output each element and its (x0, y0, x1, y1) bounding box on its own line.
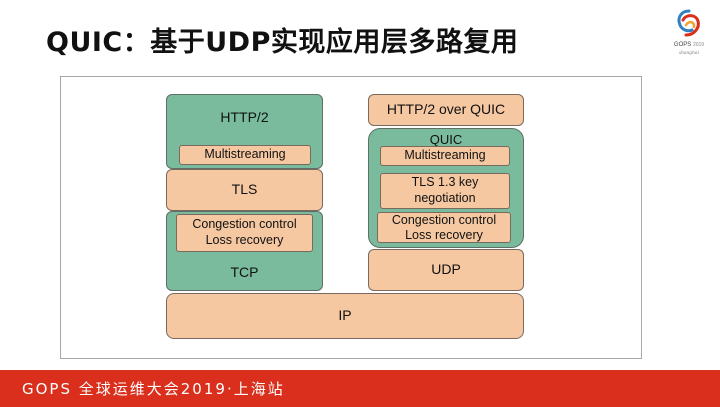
tcp-label: TCP (230, 264, 259, 280)
right-multistreaming-box: Multistreaming (380, 146, 510, 166)
gops-logo: GOPS 2019 shanghai (664, 8, 714, 66)
protocol-stack-figure: HTTP/2 Multistreaming TLS TCP Congestion… (60, 76, 642, 359)
udp-layer: UDP (368, 249, 524, 291)
left-congestion-label: Congestion control (192, 217, 297, 232)
right-congestion-box: Congestion control Loss recovery (377, 212, 511, 243)
logo-year: 2019 (692, 42, 705, 48)
tls13-label-line2: negotiation (414, 191, 476, 205)
ip-label: IP (338, 307, 352, 324)
tls13-label-line1: TLS 1.3 key (411, 175, 479, 190)
right-congestion-label: Congestion control (391, 213, 497, 228)
left-loss-recovery-label: Loss recovery (205, 233, 284, 247)
http2-label: HTTP/2 (220, 109, 269, 125)
footer-banner: GOPS 全球运维大会2019·上海站 (0, 370, 720, 407)
left-congestion-box: Congestion control Loss recovery (176, 214, 313, 252)
tls-label: TLS (231, 181, 258, 198)
right-loss-recovery-label: Loss recovery (405, 227, 483, 242)
tls-layer: TLS (166, 169, 323, 211)
right-multistreaming-label: Multistreaming (404, 148, 486, 163)
left-multistreaming-box: Multistreaming (179, 145, 311, 165)
ip-layer: IP (166, 293, 524, 339)
tls13-box: TLS 1.3 key negotiation (380, 173, 510, 209)
logo-name: GOPS (673, 42, 692, 48)
http2-over-quic-layer: HTTP/2 over QUIC (368, 94, 524, 126)
quic-label: QUIC (429, 132, 463, 147)
udp-label: UDP (431, 261, 461, 278)
http2-over-quic-label: HTTP/2 over QUIC (386, 101, 506, 118)
gops-logo-icon (677, 9, 700, 37)
logo-city: shanghai (678, 50, 700, 56)
slide-title: QUIC：基于UDP实现应用层多路复用 (46, 27, 519, 58)
left-multistreaming-label: Multistreaming (204, 147, 286, 162)
footer-text: GOPS 全球运维大会2019·上海站 (22, 380, 285, 398)
